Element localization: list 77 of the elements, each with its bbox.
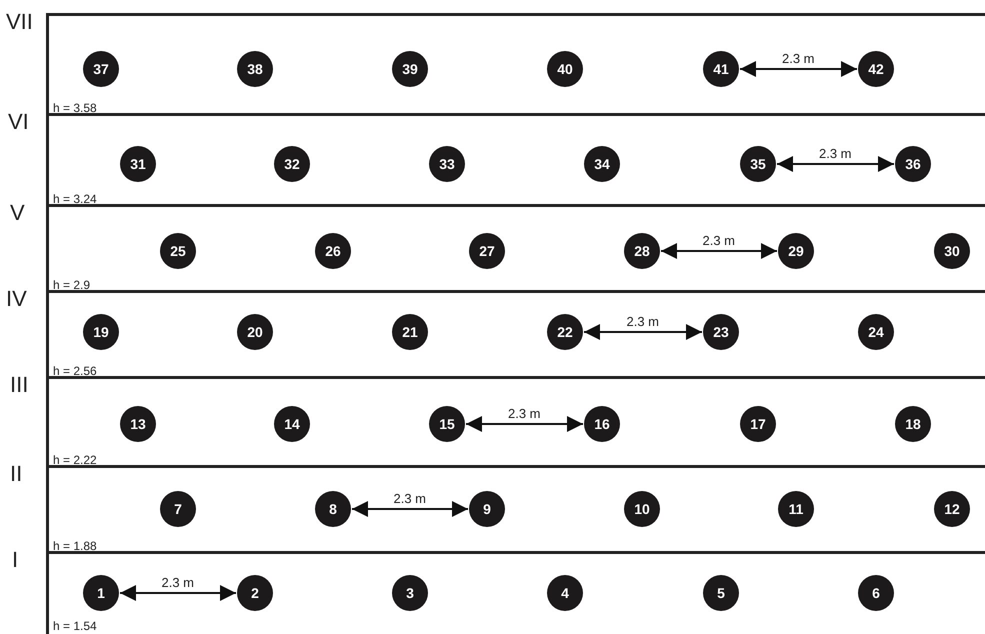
numbered-circle: 40: [547, 51, 583, 87]
row-numeral: VI: [8, 111, 29, 133]
numbered-circle: 20: [237, 314, 273, 350]
numbered-circle: 11: [778, 491, 814, 527]
height-note: h = 2.9: [53, 279, 90, 292]
double-arrow: [661, 243, 777, 259]
numbered-circle: 29: [778, 233, 814, 269]
row-band: [46, 290, 985, 379]
edge-label: 2.3 m: [394, 492, 426, 506]
numbered-circle: 18: [895, 406, 931, 442]
double-arrow: [352, 501, 468, 517]
numbered-circle: 34: [584, 146, 620, 182]
numbered-circle: 7: [160, 491, 196, 527]
numbered-circle: 38: [237, 51, 273, 87]
height-note: h = 2.22: [53, 454, 97, 467]
double-arrow: [466, 416, 583, 432]
numbered-circle: 28: [624, 233, 660, 269]
row-band: [46, 204, 985, 293]
numbered-circle: 36: [895, 146, 931, 182]
numbered-circle: 3: [392, 575, 428, 611]
numbered-circle: 42: [858, 51, 894, 87]
row-numeral: V: [10, 202, 25, 224]
row-numeral: IV: [6, 288, 27, 310]
height-note: h = 3.24: [53, 193, 97, 206]
numbered-circle: 15: [429, 406, 465, 442]
row-band: [46, 465, 985, 554]
row-numeral: II: [10, 463, 22, 485]
numbered-circle: 21: [392, 314, 428, 350]
numbered-circle: 12: [934, 491, 970, 527]
numbered-circle: 6: [858, 575, 894, 611]
numbered-circle: 8: [315, 491, 351, 527]
numbered-circle: 4: [547, 575, 583, 611]
numbered-circle: 16: [584, 406, 620, 442]
numbered-circle: 24: [858, 314, 894, 350]
numbered-circle: 9: [469, 491, 505, 527]
double-arrow: [740, 61, 857, 77]
numbered-circle: 27: [469, 233, 505, 269]
edge-label: 2.3 m: [626, 315, 660, 329]
row-numeral: VII: [6, 11, 33, 33]
row-numeral: III: [10, 374, 28, 396]
row-band: [46, 113, 985, 207]
row-band: [46, 376, 985, 468]
height-note: h = 1.54: [53, 620, 97, 633]
edge-label: 2.3 m: [819, 147, 852, 161]
numbered-circle: 33: [429, 146, 465, 182]
numbered-circle: 10: [624, 491, 660, 527]
height-note: h = 1.88: [53, 540, 97, 553]
numbered-circle: 39: [392, 51, 428, 87]
row-numeral: I: [12, 549, 18, 571]
numbered-circle: 32: [274, 146, 310, 182]
numbered-circle: 30: [934, 233, 970, 269]
double-arrow: [584, 324, 702, 340]
numbered-circle: 37: [83, 51, 119, 87]
edge-label: 2.3 m: [162, 576, 194, 590]
numbered-circle: 2: [237, 575, 273, 611]
row-band: [46, 13, 985, 116]
double-arrow: [120, 585, 236, 601]
numbered-circle: 5: [703, 575, 739, 611]
numbered-circle: 22: [547, 314, 583, 350]
numbered-circle: 13: [120, 406, 156, 442]
numbered-circle: 25: [160, 233, 196, 269]
numbered-circle: 17: [740, 406, 776, 442]
numbered-circle: 26: [315, 233, 351, 269]
numbered-circle: 14: [274, 406, 310, 442]
numbered-circle: 31: [120, 146, 156, 182]
edge-label: 2.3 m: [508, 407, 541, 421]
edge-label: 2.3 m: [702, 234, 736, 248]
row-band: [46, 551, 985, 634]
double-arrow: [777, 156, 894, 172]
numbered-circle: 19: [83, 314, 119, 350]
height-note: h = 3.58: [53, 102, 97, 115]
numbered-circle: 1: [83, 575, 119, 611]
edge-label: 2.3 m: [782, 52, 815, 66]
numbered-circle: 23: [703, 314, 739, 350]
numbered-circle: 35: [740, 146, 776, 182]
numbered-circle: 41: [703, 51, 739, 87]
height-note: h = 2.56: [53, 365, 97, 378]
